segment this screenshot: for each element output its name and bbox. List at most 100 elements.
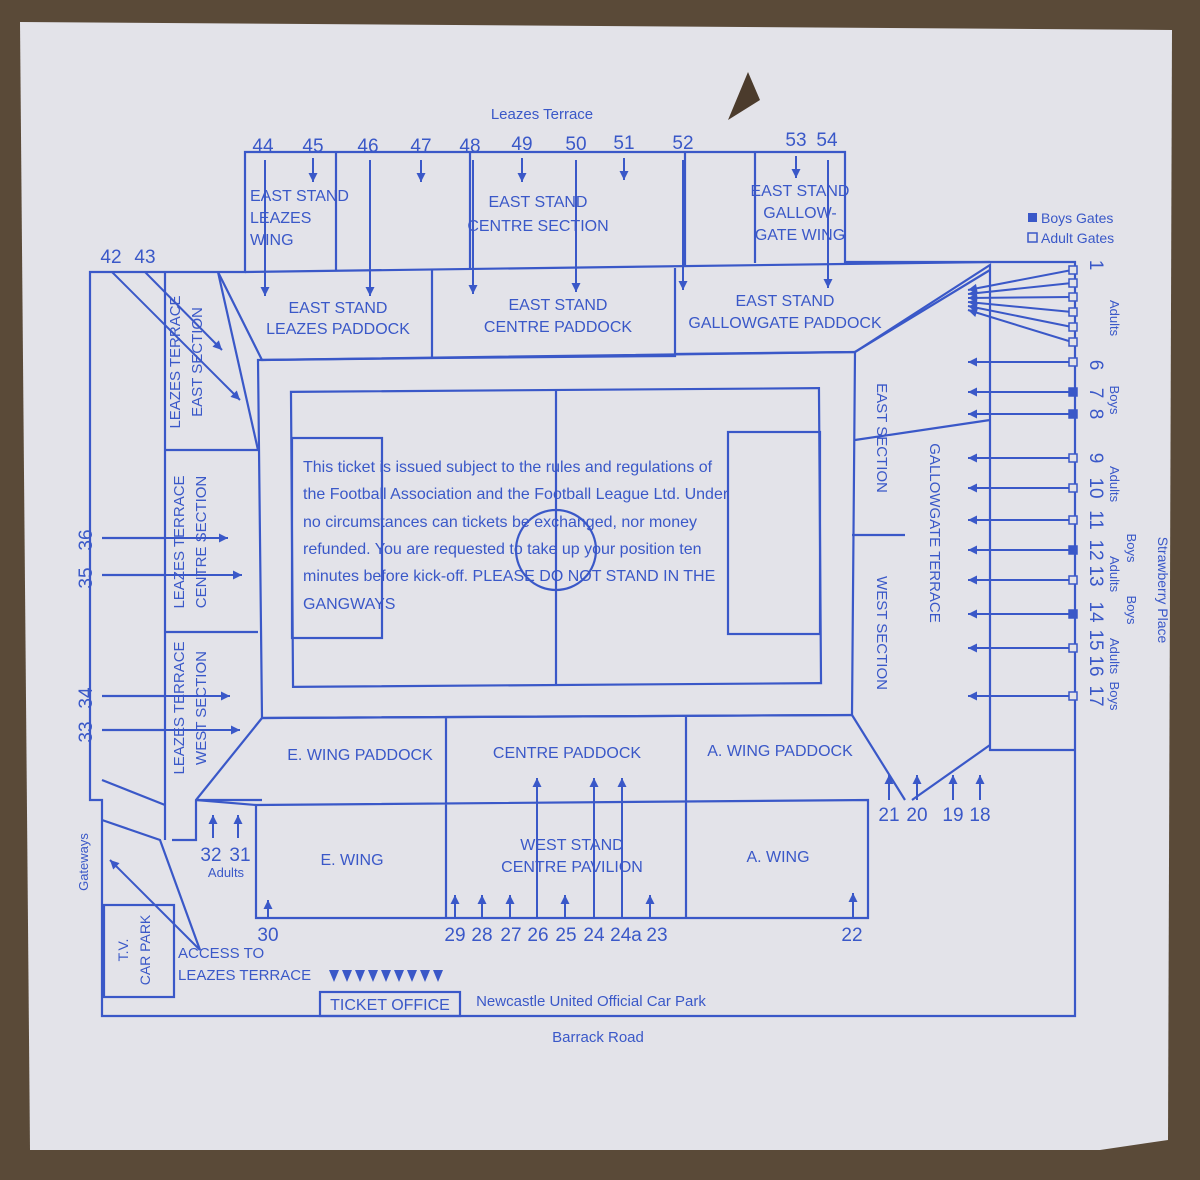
adult-gate-marker — [1068, 691, 1078, 701]
gallowgate-terrace-block — [851, 262, 1075, 801]
gate-number: 45 — [302, 136, 323, 157]
es-centre-paddock-2: CENTRE PADDOCK — [484, 319, 632, 336]
gate-number: 47 — [410, 136, 431, 157]
gate-arrow-head — [110, 860, 120, 870]
gate-arrows — [109, 156, 1078, 982]
es-gallowgate-2: GALLOW- — [763, 205, 837, 222]
gate-number: 52 — [672, 133, 693, 154]
adult-gate-marker — [1068, 278, 1078, 288]
es-centre-1: EAST STAND — [489, 194, 588, 211]
gate-group-label: Boys — [1124, 596, 1139, 625]
labels: Leazes Terrace Barrack Road Newcastle Un… — [76, 106, 1171, 1046]
gate-group-label: Boys — [1107, 386, 1122, 415]
gate-number: 49 — [511, 134, 532, 155]
adult-gate-marker — [1068, 265, 1078, 275]
gate-number: 8 — [1085, 409, 1106, 420]
gate-number: 50 — [565, 134, 586, 155]
gate-arrow-head — [233, 815, 243, 824]
gate-number: 51 — [613, 133, 634, 154]
queue-arrow — [381, 970, 391, 982]
gate-number: 42 — [100, 247, 121, 268]
gate-number: 46 — [357, 136, 378, 157]
legend-boys: Boys Gates — [1041, 210, 1113, 226]
gate-arrow-head — [505, 895, 515, 904]
gate-arrow-head — [968, 575, 977, 585]
tv-label-1: T.V. — [115, 939, 131, 962]
queue-arrow — [355, 970, 365, 982]
queue-arrow — [329, 970, 339, 982]
west-stand-block — [195, 713, 870, 920]
gate-arrow-head — [571, 283, 581, 292]
gate-group-label: Adults — [1107, 638, 1122, 675]
gate-number: 32 — [200, 845, 221, 866]
gate-number: 17 — [1085, 685, 1106, 706]
gate-arrow-head — [968, 409, 977, 419]
gate-arrow-line — [967, 305, 1073, 328]
gate-arrow-head — [968, 515, 977, 525]
tv-label-2: CAR PARK — [137, 914, 153, 985]
gate-number: 33 — [76, 721, 97, 742]
boys-gate-marker — [1068, 545, 1078, 555]
gate-arrow-head — [791, 169, 801, 178]
stadium-plan — [88, 150, 1077, 1018]
a-wing-paddock-label: A. WING PADDOCK — [707, 743, 853, 760]
gate-number: 22 — [841, 925, 862, 946]
gate-number: 23 — [646, 925, 667, 946]
gate-arrow-head — [208, 815, 218, 824]
gallowgate-terrace-label: GALLOWGATE TERRACE — [926, 443, 943, 622]
gate-number: 16 — [1085, 655, 1106, 676]
gate-group-label: Adults — [1107, 466, 1122, 503]
gate-number: 15 — [1085, 629, 1106, 650]
gate-arrow-head — [968, 357, 977, 367]
centre-circle — [514, 508, 598, 592]
gate-arrow-head — [619, 171, 629, 180]
queue-arrow — [407, 970, 417, 982]
gate-arrow-head — [645, 895, 655, 904]
legend-adults: Adult Gates — [1041, 230, 1114, 246]
access-label-1: ACCESS TO — [178, 945, 264, 962]
gallowgate-east-label: EAST SECTION — [873, 383, 890, 493]
es-gallowgate-paddock-1: EAST STAND — [736, 293, 835, 310]
adult-gate-marker — [1068, 643, 1078, 653]
es-leazes-paddock-2: LEAZES PADDOCK — [266, 321, 410, 338]
lt-centre-2: CENTRE SECTION — [193, 476, 210, 609]
gate-number: 14 — [1085, 601, 1106, 623]
gate-number: 54 — [816, 130, 838, 151]
boys-gate-marker — [1068, 387, 1078, 397]
gate-arrow-head — [560, 895, 570, 904]
gate-arrow-head — [416, 173, 426, 182]
es-gallowgate-paddock-2: GALLOWGATE PADDOCK — [688, 315, 882, 332]
queue-arrow — [342, 970, 352, 982]
gate-number: 1 — [1085, 260, 1106, 271]
gate-number: 11 — [1085, 510, 1106, 530]
gate-group-label: Adults — [1107, 300, 1122, 337]
gate-arrow-head — [589, 778, 599, 787]
gate-number: 28 — [471, 925, 492, 946]
es-leazes-wing-3: WING — [250, 232, 294, 249]
queue-arrow — [368, 970, 378, 982]
gate-arrow-head — [260, 287, 270, 296]
gate-arrow-head — [517, 173, 527, 182]
gate-arrow-head — [468, 285, 478, 294]
west-stand-1: WEST STAND — [520, 837, 623, 854]
queue-arrow — [420, 970, 430, 982]
gate-number: 31 — [229, 845, 250, 866]
notice-line-5: minutes before kick-off. PLEASE DO NOT S… — [303, 568, 715, 585]
gate-number: 43 — [134, 247, 155, 268]
gate-arrow-line — [109, 859, 201, 951]
gate-number: 20 — [906, 805, 927, 826]
gate-number: 27 — [500, 925, 521, 946]
gate-group-label: Boys — [1124, 534, 1139, 563]
road-top-label: Leazes Terrace — [491, 106, 593, 123]
gate-number: 18 — [969, 805, 990, 826]
gate-number: 25 — [555, 925, 576, 946]
gate-arrow-line — [967, 296, 1073, 299]
e-wing-paddock-label: E. WING PADDOCK — [287, 747, 433, 764]
es-gallowgate-3: GATE WING — [755, 227, 845, 244]
queue-arrow — [394, 970, 404, 982]
gallowgate-west-label: WEST SECTION — [873, 576, 890, 690]
gate-arrow-head — [968, 691, 977, 701]
tv-car-park-box — [102, 903, 176, 999]
es-gallowgate-1: EAST STAND — [751, 183, 850, 200]
